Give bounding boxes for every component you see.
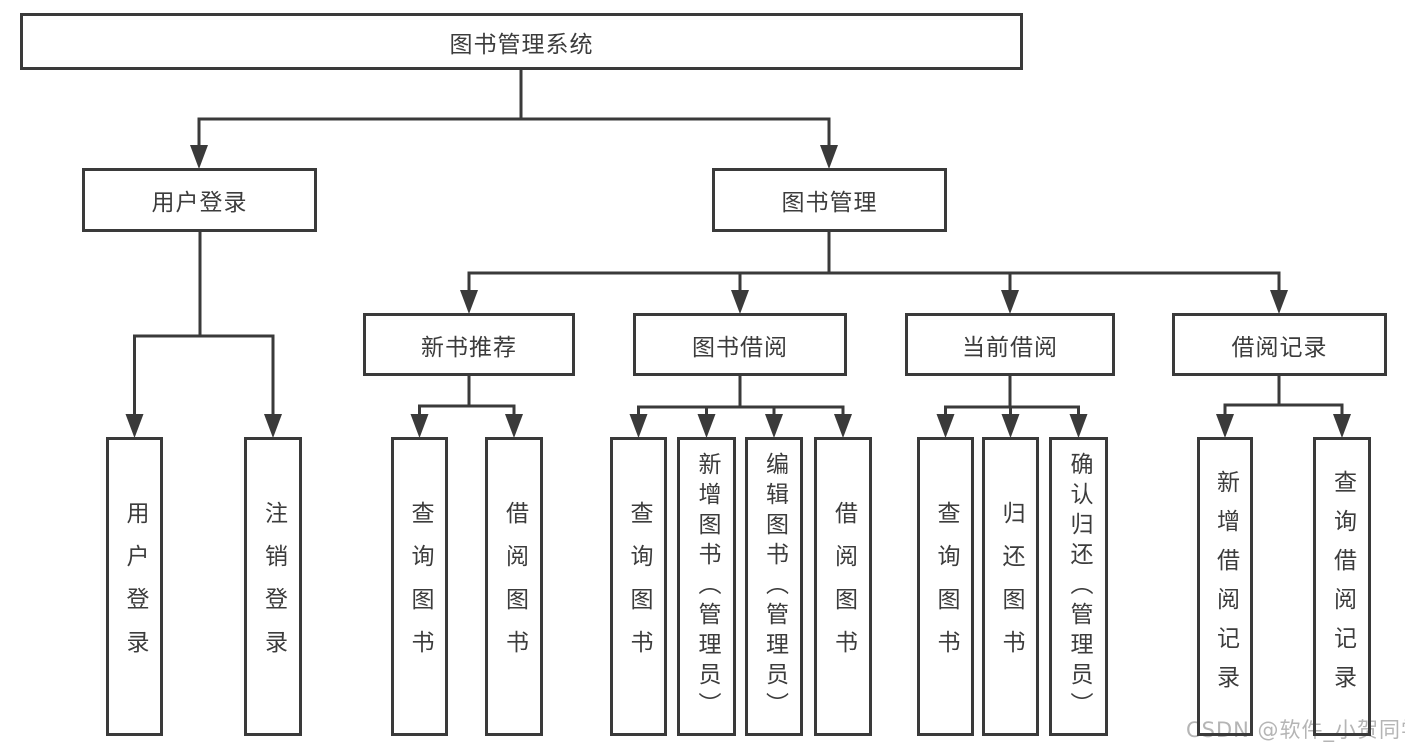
leaf-edit-books-admin: 编辑图书（管理员）: [745, 437, 803, 736]
leaf-return-books: 归还图书: [982, 437, 1039, 736]
leaf-query-books-recommend: 查询图书: [391, 437, 448, 736]
node-current-borrowing: 当前借阅: [905, 313, 1115, 376]
rail-root: [197, 66, 831, 121]
leaf-query-books-current: 查询图书: [917, 437, 974, 736]
arrowheads: [125, 145, 1351, 438]
leaf-query-borrow-record: 查询借阅记录: [1313, 437, 1371, 736]
leaf-confirm-return-admin-label: 确认归还（管理员）: [1066, 451, 1092, 722]
leaf-logout-label: 注销登录: [260, 500, 287, 673]
leaf-edit-books-admin-label: 编辑图书（管理员）: [761, 451, 788, 722]
rail-book-management: [467, 229, 1281, 275]
rail-borrowing-records: [1223, 373, 1344, 407]
leaf-borrow-books-recommend-label: 借阅图书: [501, 500, 528, 673]
leaf-add-borrow-record: 新增借阅记录: [1197, 437, 1253, 736]
leaf-query-books-current-label: 查询图书: [933, 500, 959, 673]
leaf-query-books-recommend-label: 查询图书: [407, 500, 433, 673]
node-book-borrowing-label: 图书借阅: [692, 334, 788, 361]
node-borrowing-records: 借阅记录: [1172, 313, 1387, 376]
rail-new-book-recommend: [418, 373, 516, 408]
rail-user-login: [133, 229, 275, 338]
leaf-logout: 注销登录: [244, 437, 302, 736]
node-library-system: 图书管理系统: [20, 13, 1023, 70]
node-new-book-recommend-label: 新书推荐: [421, 334, 517, 361]
rail-current-borrowing: [944, 373, 1080, 409]
node-user-login: 用户登录: [82, 168, 317, 232]
leaf-confirm-return-admin: 确认归还（管理员）: [1049, 437, 1108, 736]
leaf-add-borrow-record-label: 新增借阅记录: [1212, 469, 1239, 704]
leaf-borrow-books-borrowing: 借阅图书: [814, 437, 872, 736]
node-library-system-label: 图书管理系统: [449, 31, 594, 58]
node-book-borrowing: 图书借阅: [633, 313, 847, 376]
leaf-return-books-label: 归还图书: [998, 500, 1024, 673]
node-user-login-label: 用户登录: [151, 190, 248, 216]
leaf-borrow-books-borrowing-label: 借阅图书: [830, 500, 857, 673]
leaf-query-books-borrowing: 查询图书: [610, 437, 667, 736]
leaf-user-login-label: 用户登录: [122, 500, 148, 673]
node-current-borrowing-label: 当前借阅: [962, 334, 1058, 361]
leaf-query-borrow-record-label: 查询借阅记录: [1329, 469, 1356, 704]
node-book-management: 图书管理: [712, 168, 947, 232]
leaf-add-books-admin-label: 新增图书（管理员）: [694, 451, 720, 722]
node-new-book-recommend: 新书推荐: [363, 313, 575, 376]
node-borrowing-records-label: 借阅记录: [1231, 334, 1328, 361]
leaf-add-books-admin: 新增图书（管理员）: [677, 437, 736, 736]
rail-book-borrowing: [637, 373, 845, 409]
node-book-management-label: 图书管理: [781, 190, 878, 216]
leaf-query-books-borrowing-label: 查询图书: [626, 500, 652, 673]
leaf-borrow-books-recommend: 借阅图书: [485, 437, 543, 736]
leaf-user-login: 用户登录: [106, 437, 163, 736]
